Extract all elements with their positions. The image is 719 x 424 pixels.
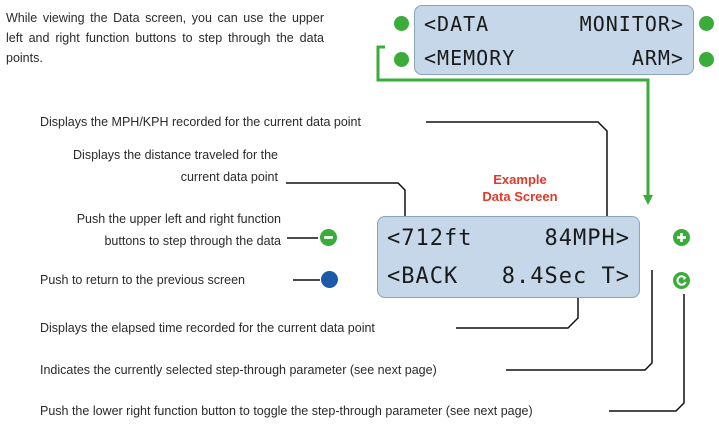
intro-text: While viewing the Data screen, you can u… bbox=[6, 11, 324, 65]
annotation-distance: Displays the distance traveled for the c… bbox=[20, 146, 278, 186]
annotation-mph: Displays the MPH/KPH recorded for the cu… bbox=[40, 115, 361, 129]
data-lcd-display: <712ft 84MPH> <BACK 8.4Sec T> bbox=[377, 216, 640, 298]
data-lcd-row2-left: <BACK bbox=[387, 264, 459, 289]
top-lcd-display: <DATA MONITOR> <MEMORY ARM> bbox=[414, 5, 694, 75]
annotation-back: Push to return to the previous screen bbox=[40, 273, 245, 287]
toggle-button[interactable] bbox=[673, 272, 690, 289]
top-lcd-row1-right: MONITOR> bbox=[579, 12, 684, 36]
callout-line-indicator bbox=[506, 270, 653, 371]
circle-button-icon bbox=[321, 271, 338, 288]
minus-icon bbox=[324, 236, 333, 239]
flow-arrow bbox=[376, 45, 653, 205]
annotation-toggle: Push the lower right function button to … bbox=[40, 404, 533, 418]
top-lcd-row1-left: <DATA bbox=[424, 12, 490, 36]
annotation-step: Push the upper left and right function b… bbox=[20, 210, 281, 250]
annotation-indicator: Indicates the currently selected step-th… bbox=[40, 363, 437, 377]
example-title-line1: Example bbox=[493, 172, 547, 187]
example-title-line2: Data Screen bbox=[482, 189, 558, 204]
top-lcd-row2-left: <MEMORY bbox=[424, 46, 516, 70]
callout-line-elapsed bbox=[456, 280, 579, 329]
callout-line-distance bbox=[286, 182, 406, 226]
top-right-upper-button[interactable] bbox=[699, 16, 714, 31]
callout-line-toggle bbox=[609, 294, 685, 412]
annotation-distance-line1: Displays the distance traveled for the bbox=[73, 148, 278, 162]
top-lcd-row2-right: ARM> bbox=[631, 46, 684, 70]
data-lcd-row2-right: 8.4Sec T> bbox=[501, 264, 630, 289]
top-left-upper-button[interactable] bbox=[394, 16, 409, 31]
top-right-lower-button[interactable] bbox=[699, 52, 714, 67]
top-left-lower-button[interactable] bbox=[394, 52, 409, 67]
refresh-icon bbox=[676, 275, 687, 286]
plus-icon bbox=[677, 233, 686, 242]
data-lcd-row1-left: <712ft bbox=[387, 226, 473, 251]
minus-button[interactable] bbox=[320, 229, 337, 246]
callout-line-mph bbox=[426, 121, 608, 226]
annotation-step-line1: Push the upper left and right function bbox=[76, 212, 281, 226]
back-button[interactable] bbox=[321, 271, 338, 288]
plus-button[interactable] bbox=[673, 229, 690, 246]
example-title: Example Data Screen bbox=[470, 171, 570, 205]
data-lcd-row1-right: 84MPH> bbox=[544, 226, 630, 251]
annotation-step-line2: buttons to step through the data bbox=[104, 234, 281, 248]
annotation-elapsed: Displays the elapsed time recorded for t… bbox=[40, 321, 375, 335]
annotation-distance-line2: current data point bbox=[180, 170, 278, 184]
